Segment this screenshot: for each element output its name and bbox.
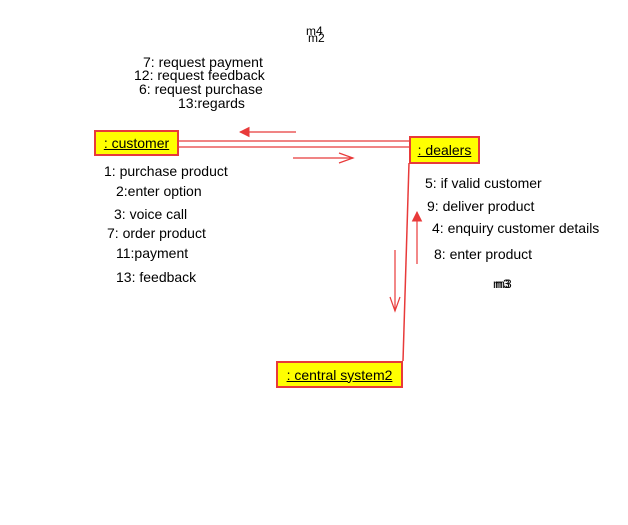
message-label: 4: enquiry customer details <box>432 220 600 236</box>
central-system-object[interactable]: : central system2 <box>276 361 403 388</box>
message-label: 9: deliver product <box>427 198 535 214</box>
message-label: 6: request purchase <box>139 81 263 97</box>
tag-m3: m3 <box>493 277 510 291</box>
message-label: 13: feedback <box>116 269 197 285</box>
tag-m3-overlap: m3 <box>495 277 512 291</box>
message-label: 5: if valid customer <box>425 175 542 191</box>
tag-m4: m4 <box>306 24 323 38</box>
arrow-to-dealers <box>293 152 355 164</box>
association-line-dealers-central <box>402 162 410 362</box>
customer-object-label: : customer <box>103 135 170 151</box>
dealers-object[interactable]: : dealers <box>409 136 480 164</box>
message-label: 1: purchase product <box>104 163 228 179</box>
tag-m2: m2 <box>308 31 325 45</box>
message-label: 13:regards <box>178 95 245 111</box>
message-label: 11:payment <box>116 245 189 261</box>
message-label: 7: request payment <box>143 54 263 70</box>
arrow-to-central <box>389 250 401 313</box>
message-label: 7: order product <box>107 225 206 241</box>
dealers-object-label: : dealers <box>417 142 472 158</box>
message-label: 3: voice call <box>114 206 188 222</box>
customer-object[interactable]: : customer <box>94 130 179 156</box>
message-label: 12: request feedback <box>134 67 265 83</box>
message-label: 2:enter option <box>116 183 202 199</box>
central-system-object-label: : central system2 <box>286 366 393 383</box>
message-label: 8: enter product <box>434 246 533 262</box>
